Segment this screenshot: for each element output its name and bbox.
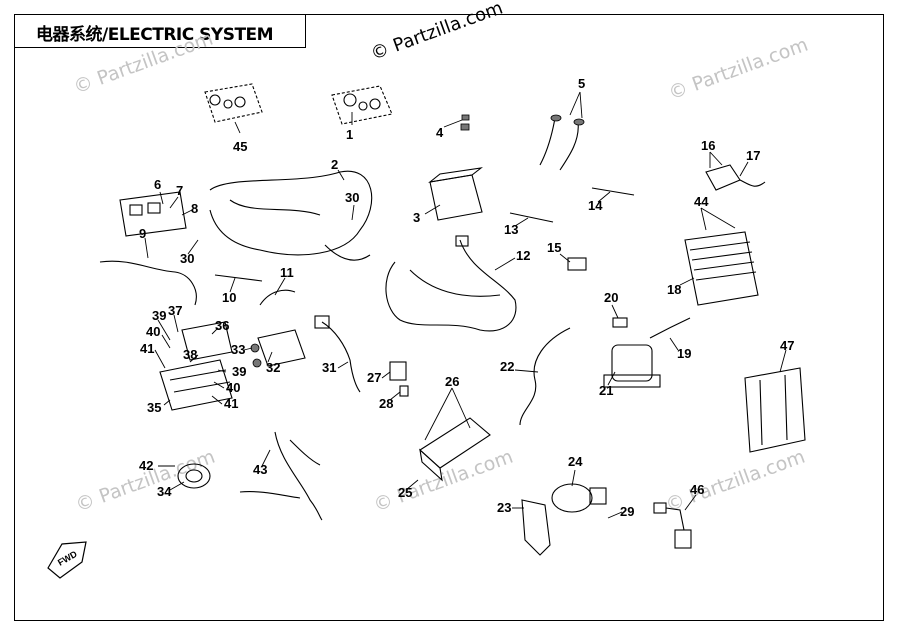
- part-label: 40: [226, 380, 240, 395]
- part-bracket-47: [744, 367, 806, 453]
- part-cable-22: [519, 327, 571, 426]
- part-label: 41: [224, 396, 238, 411]
- part-label: 16: [701, 138, 715, 153]
- part-fuse-box-35: [159, 321, 233, 411]
- part-cable-9: [99, 260, 197, 306]
- part-label: 23: [497, 500, 511, 515]
- part-label: 13: [504, 222, 518, 237]
- part-label: 2: [331, 157, 338, 172]
- part-label: 15: [547, 240, 561, 255]
- part-label: 30: [345, 190, 359, 205]
- part-rod-14: [591, 187, 635, 196]
- part-sensor-17: [705, 164, 766, 191]
- title-box: [14, 14, 306, 48]
- part-label: 12: [516, 248, 530, 263]
- part-label: 45: [233, 139, 247, 154]
- part-clip-4: [460, 114, 470, 131]
- part-label: 21: [599, 383, 613, 398]
- diagram-frame: [14, 14, 884, 621]
- part-label: 5: [578, 76, 585, 91]
- part-label: 42: [139, 458, 153, 473]
- part-label: 20: [604, 290, 618, 305]
- part-label: 17: [746, 148, 760, 163]
- part-label: 37: [168, 303, 182, 318]
- part-label: 14: [588, 198, 603, 213]
- part-relay-32: [250, 329, 306, 368]
- part-label: 44: [694, 194, 709, 209]
- part-label: 39: [232, 364, 246, 379]
- part-label: 8: [191, 201, 198, 216]
- part-label: 38: [183, 347, 197, 362]
- part-label: 11: [280, 265, 294, 280]
- part-label: 27: [367, 370, 381, 385]
- part-label: 7: [176, 183, 183, 198]
- part-label: 18: [667, 282, 681, 297]
- part-harness-43: [239, 431, 323, 521]
- part-label: 24: [568, 454, 583, 469]
- leader-lines: [144, 91, 787, 519]
- part-rod-13: [509, 212, 554, 223]
- part-label: 36: [215, 318, 229, 333]
- part-label: 26: [445, 374, 459, 389]
- part-solenoid-21: [603, 317, 661, 388]
- part-label: 32: [266, 360, 280, 375]
- part-label: 6: [154, 177, 161, 192]
- part-label: 34: [157, 484, 172, 499]
- part-label: 35: [147, 400, 161, 415]
- diagram-title: 电器系统/ELECTRIC SYSTEM: [36, 25, 274, 45]
- fwd-arrow-icon: FWD: [47, 541, 87, 579]
- part-sensor-46: [653, 502, 692, 549]
- part-switch-kit-1: [331, 85, 393, 125]
- part-label: 47: [780, 338, 794, 353]
- part-regulator-18: [684, 231, 759, 306]
- part-switch-block-6: [119, 191, 187, 237]
- part-label: 28: [379, 396, 393, 411]
- part-relay-27: [389, 361, 407, 381]
- part-harness-12: [385, 235, 517, 332]
- part-label: 3: [413, 210, 420, 225]
- part-ecu-25: [419, 417, 491, 482]
- part-harness-2: [209, 170, 373, 261]
- part-label: 9: [139, 226, 146, 241]
- part-label: 10: [222, 290, 236, 305]
- part-label: 25: [398, 485, 412, 500]
- part-coil-31: [314, 315, 361, 393]
- part-label: 30: [180, 251, 194, 266]
- part-label: 33: [231, 342, 245, 357]
- part-rod-10: [214, 274, 263, 282]
- part-relay-15: [567, 257, 587, 271]
- part-label: 31: [322, 360, 336, 375]
- part-label: 1: [346, 127, 353, 142]
- part-label: 22: [500, 359, 514, 374]
- part-label: 39: [152, 308, 166, 323]
- part-horn-34: [177, 463, 211, 489]
- part-number-labels: 1 2 3 4 5 6 7 8 9 10 11 12 13 14 15 16 1…: [139, 76, 794, 519]
- part-label: 29: [620, 504, 634, 519]
- part-cable-11: [259, 289, 296, 306]
- part-switch-kit-45: [204, 83, 263, 123]
- part-cable-19: [649, 317, 691, 339]
- part-relay-28: [399, 385, 409, 397]
- part-socket-5: [539, 114, 585, 171]
- part-label: 40: [146, 324, 160, 339]
- part-battery-3: [428, 167, 483, 221]
- part-label: 43: [253, 462, 267, 477]
- part-label: 4: [436, 125, 444, 140]
- part-label: 19: [677, 346, 691, 361]
- part-label: 41: [140, 341, 154, 356]
- part-throttle-24: [521, 483, 607, 556]
- part-label: 46: [690, 482, 704, 497]
